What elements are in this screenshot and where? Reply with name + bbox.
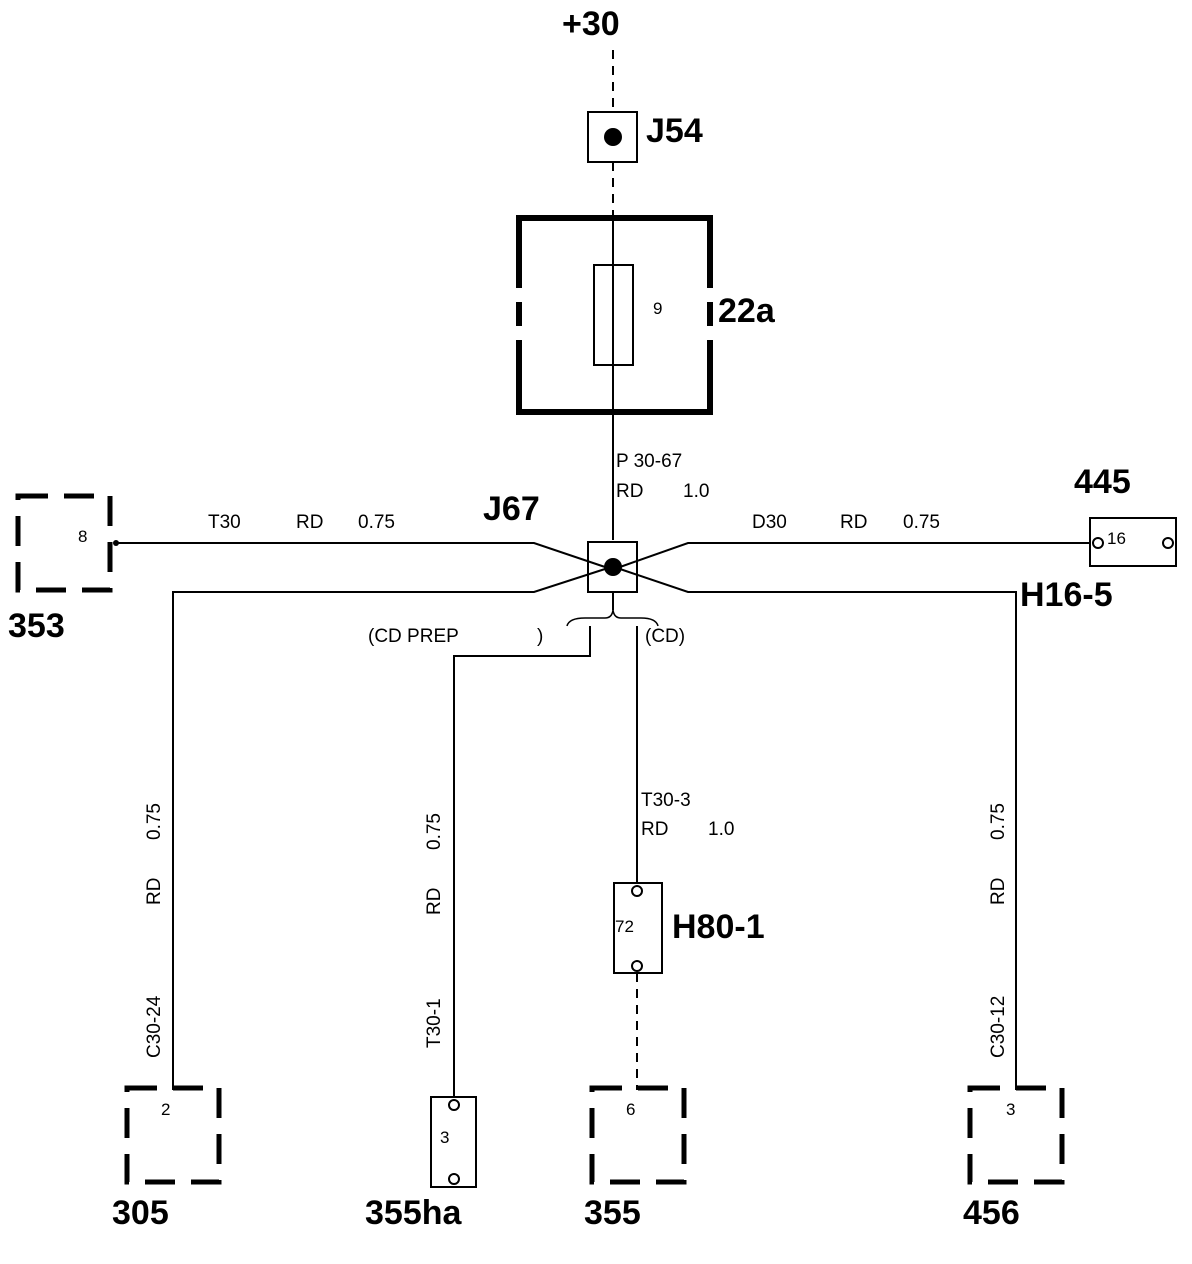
- component-353-box[interactable]: [15, 493, 113, 593]
- cd-prep-close: ): [537, 626, 543, 647]
- component-456-label: 456: [963, 1194, 1020, 1232]
- cd-prep-label: (CD PREP: [368, 626, 459, 647]
- component-445-pin-left: [1092, 537, 1104, 549]
- component-355-box[interactable]: [589, 1085, 687, 1185]
- wire-to-353: [116, 542, 606, 568]
- wire-to-305: [172, 568, 606, 1090]
- wire-355ha-color: RD: [424, 888, 445, 915]
- wire-456-size: 0.75: [988, 803, 1009, 840]
- h80-1-pin-top: [631, 885, 643, 897]
- component-355ha-label: 355ha: [365, 1194, 462, 1232]
- wire-to-456: [619, 568, 1017, 1090]
- wire-355ha-code: T30-1: [424, 998, 445, 1048]
- right-wire-code: D30: [752, 512, 787, 533]
- wire-456-color: RD: [988, 878, 1009, 905]
- component-445-pin: 16: [1107, 529, 1126, 548]
- component-456-pin: 3: [1006, 1100, 1015, 1119]
- fuse-box-upper-wall: [516, 215, 713, 288]
- cd-label: (CD): [645, 626, 685, 647]
- h80-1-pin: 72: [615, 917, 634, 936]
- component-355ha-pin: 3: [440, 1128, 449, 1147]
- fuse-box-lower-wall: [516, 340, 713, 415]
- component-305-pin: 2: [161, 1100, 170, 1119]
- right-wire-color: RD: [840, 512, 867, 533]
- wire-to-355ha: [453, 626, 591, 1098]
- fuse-box-22a[interactable]: [516, 215, 713, 415]
- h80-1-label: H80-1: [672, 908, 765, 946]
- component-355-label: 355: [584, 1194, 641, 1232]
- component-355-pin: 6: [626, 1100, 635, 1119]
- component-353-pin: 8: [78, 527, 87, 546]
- main-wire-size: 1.0: [683, 481, 709, 502]
- j54-label: J54: [646, 112, 703, 150]
- component-355ha-pin-bottom: [448, 1173, 460, 1185]
- left-wire-color: RD: [296, 512, 323, 533]
- fuse-box-label: 22a: [718, 292, 776, 330]
- component-456-box[interactable]: [967, 1085, 1065, 1185]
- j54-node-dot: [604, 128, 622, 146]
- h16-5-label: H16-5: [1020, 576, 1113, 614]
- j67-node-dot: [604, 558, 622, 576]
- component-445-connector[interactable]: [1089, 517, 1177, 567]
- component-355ha-connector[interactable]: [430, 1096, 477, 1188]
- wire-to-445: [619, 542, 1090, 568]
- wire-305-code: C30-24: [144, 995, 165, 1058]
- main-wire-code: P 30-67: [616, 451, 682, 472]
- component-353-label: 353: [8, 607, 65, 645]
- wire-456-code: C30-12: [988, 996, 1009, 1058]
- component-445-pin-right: [1162, 537, 1174, 549]
- wire-355ha-size: 0.75: [424, 813, 445, 850]
- j67-label: J67: [483, 490, 540, 528]
- component-355ha-pin-top: [448, 1099, 460, 1111]
- branch-brace: [566, 609, 659, 627]
- component-305-box[interactable]: [124, 1085, 222, 1185]
- h80-1-connector[interactable]: [613, 882, 663, 974]
- supply-label: +30: [562, 5, 620, 43]
- left-wire-code: T30: [208, 512, 241, 533]
- wire-355-size: 1.0: [708, 819, 734, 840]
- wire-305-size: 0.75: [144, 803, 165, 840]
- fuse-number: 9: [653, 299, 662, 318]
- wire-355-color: RD: [641, 819, 668, 840]
- component-353-pin-dot: [113, 540, 119, 546]
- left-wire-size: 0.75: [358, 512, 395, 533]
- right-wire-size: 0.75: [903, 512, 940, 533]
- wire-305-color: RD: [144, 878, 165, 905]
- component-305-label: 305: [112, 1194, 169, 1232]
- wire-355-code: T30-3: [641, 790, 691, 811]
- main-wire-color: RD: [616, 481, 643, 502]
- h80-1-pin-bottom: [631, 960, 643, 972]
- component-445-label: 445: [1074, 463, 1131, 501]
